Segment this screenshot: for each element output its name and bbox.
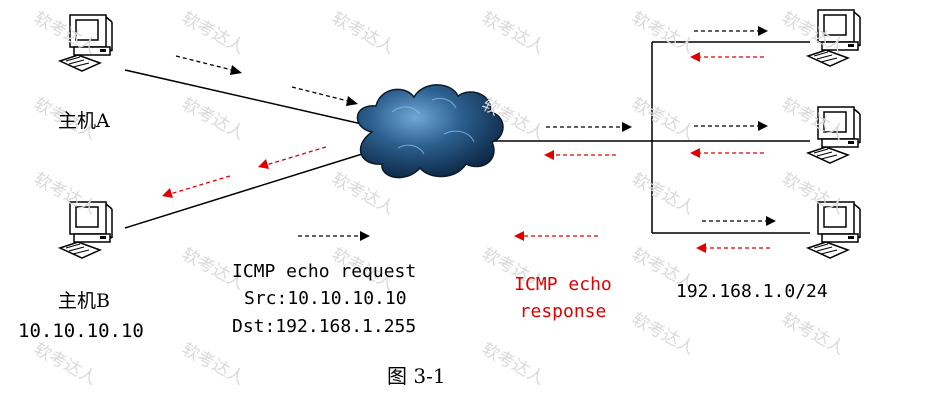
request-src: Src:10.10.10.10 — [244, 288, 407, 309]
host-a-computer-icon — [59, 14, 113, 72]
subnet-pc-1-computer-icon — [807, 9, 861, 67]
request-arrow-2 — [291, 86, 353, 103]
request-arrow-1 — [175, 55, 237, 72]
host-b-label: 主机B — [58, 290, 110, 312]
subnet-pc-3-computer-icon — [807, 201, 861, 259]
links — [124, 41, 810, 234]
network-cloud — [356, 84, 504, 179]
link-host-a — [124, 69, 376, 128]
request-arrows — [175, 30, 770, 237]
response-arrows — [169, 56, 770, 249]
request-title: ICMP echo request — [232, 261, 417, 282]
host-b-ip: 10.10.10.10 — [18, 320, 144, 342]
subnet-pc-2-computer-icon — [807, 106, 861, 164]
response-arrow-2 — [169, 175, 231, 195]
figure-caption: 图 3-1 — [387, 364, 446, 388]
response-line1: ICMP echo — [514, 274, 612, 295]
request-arrowheads — [230, 26, 776, 241]
subnet-label: 192.168.1.0/24 — [676, 281, 828, 302]
response-arrowheads — [162, 52, 706, 253]
request-dst: Dst:192.168.1.255 — [232, 316, 417, 337]
response-line2: response — [519, 301, 607, 322]
link-host-b — [124, 149, 376, 229]
host-a-label: 主机A — [58, 110, 110, 132]
response-arrow-1 — [265, 146, 327, 166]
host-b-computer-icon — [59, 201, 113, 259]
